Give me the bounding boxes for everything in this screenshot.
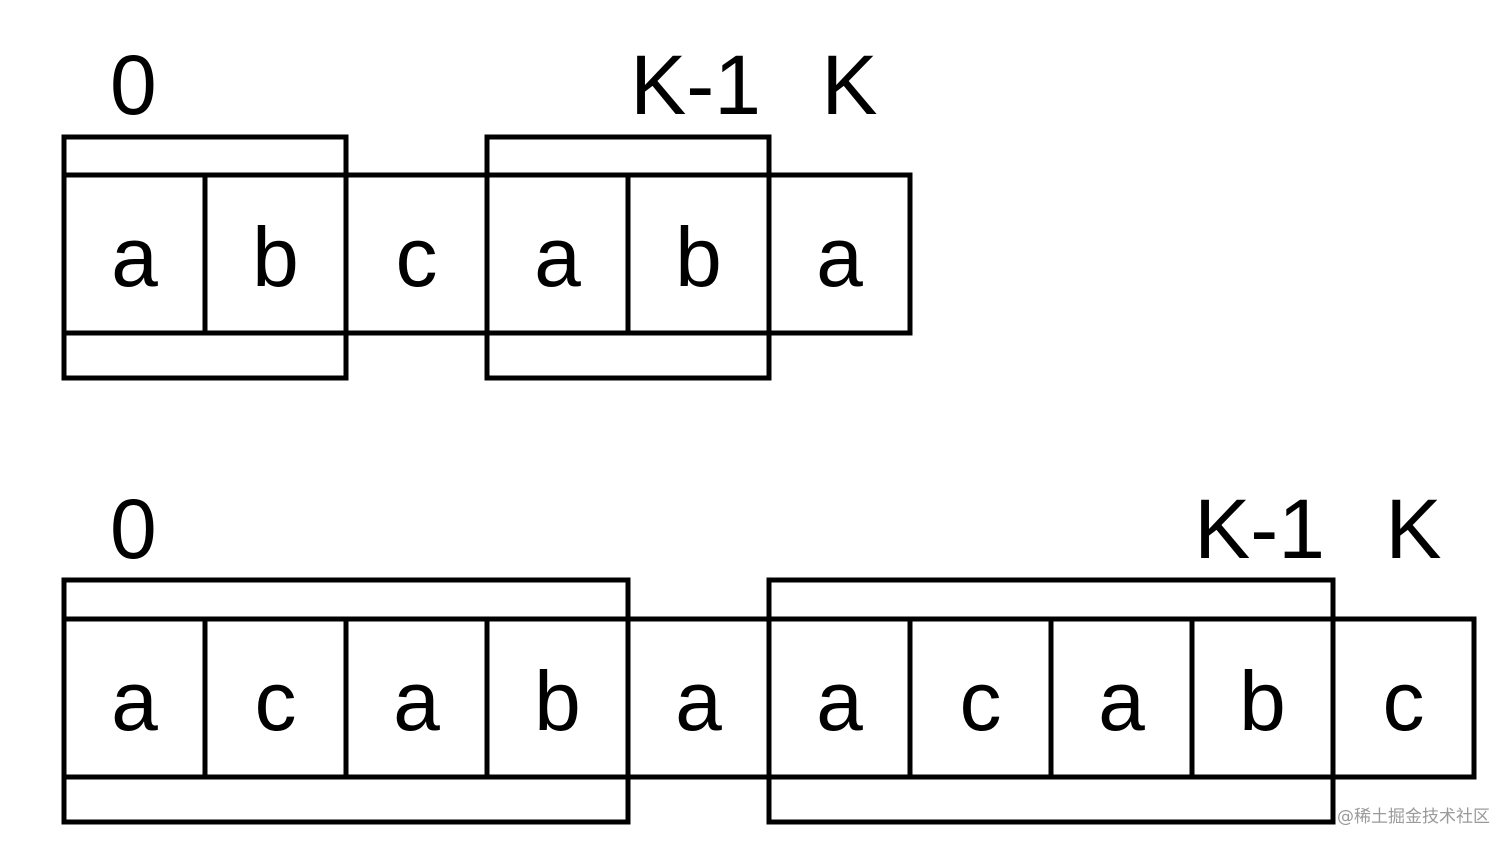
cell [484, 172, 631, 336]
cell [625, 172, 772, 336]
end-label: K [821, 38, 877, 132]
cell-char: b [675, 210, 722, 304]
cell [202, 616, 349, 780]
bracket-label: K-1 [1194, 482, 1325, 576]
cell-char: c [960, 654, 1002, 748]
cell-char: a [111, 210, 158, 304]
cell [1189, 616, 1336, 780]
bracket-label: 0 [110, 482, 157, 576]
cell-char: b [1239, 654, 1286, 748]
cell-char: a [675, 654, 722, 748]
highlighted-cell [1330, 616, 1477, 780]
cell-char: a [393, 654, 440, 748]
cell-char: a [816, 210, 863, 304]
bracket-label: K-1 [630, 38, 761, 132]
highlighted-cell [766, 172, 913, 336]
bracket-label: 0 [110, 38, 157, 132]
cell [1048, 616, 1195, 780]
cell-char: c [1383, 654, 1425, 748]
cell [907, 616, 1054, 780]
cell-char: a [111, 654, 158, 748]
cell-char: a [1098, 654, 1145, 748]
end-label: K [1385, 482, 1441, 576]
watermark: @稀土掘金技术社区 [1337, 807, 1490, 827]
cell-char: b [534, 654, 581, 748]
cell [202, 172, 349, 336]
cell-char: a [534, 210, 581, 304]
cell-char: c [255, 654, 297, 748]
cell-char: a [816, 654, 863, 748]
cell [343, 616, 490, 780]
cell [766, 616, 913, 780]
cell [343, 172, 490, 336]
cell [484, 616, 631, 780]
cell-char: c [396, 210, 438, 304]
cell-char: b [252, 210, 299, 304]
